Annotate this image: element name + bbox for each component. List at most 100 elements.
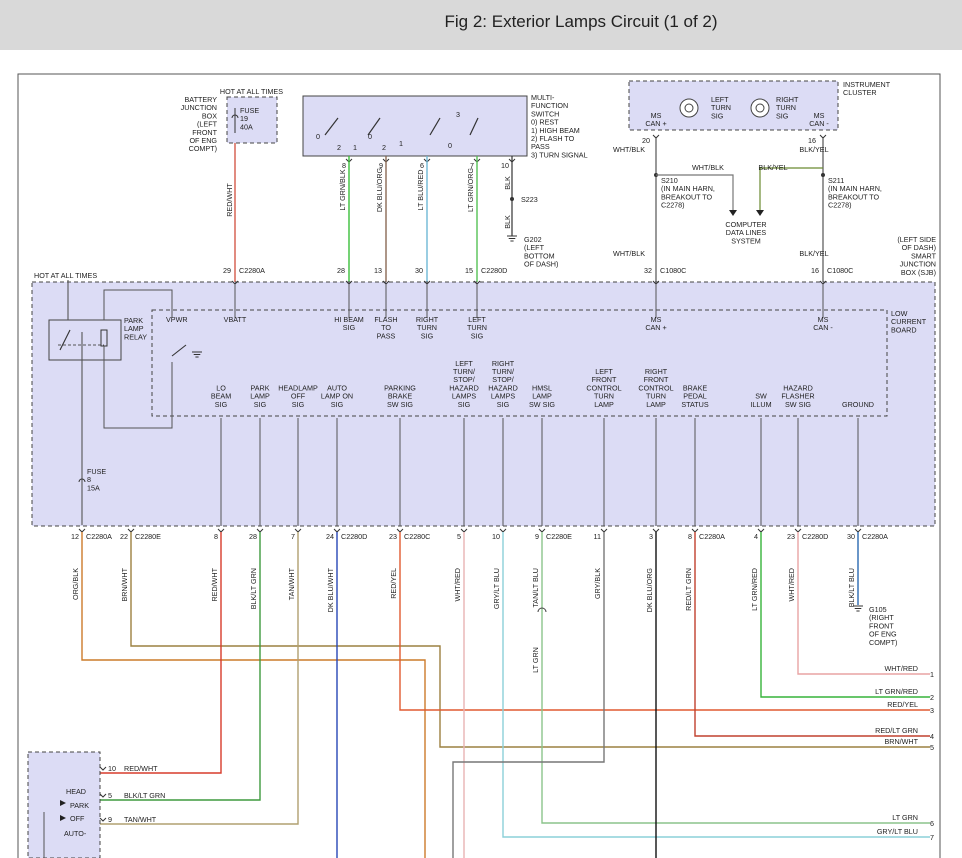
sjb-bottom-pin: 10	[492, 532, 500, 541]
wire-blk-lt-grn	[100, 532, 261, 801]
wire-label-bottom: RED/WHT	[210, 567, 219, 601]
page-border	[17, 73, 941, 858]
sjb-top-pin: 32	[644, 266, 652, 275]
wire-label-wht-blk-2: WHT/BLK	[692, 163, 724, 172]
s210-label: (IN MAIN HARN,	[661, 184, 715, 193]
sjb-bottom-conn: C2280A	[86, 532, 112, 541]
cluster-can-plus-label: MS	[651, 111, 662, 120]
battery-box-name: (LEFT	[197, 120, 218, 129]
sjb-bottom-pin: 23	[787, 532, 795, 541]
switch-position: 2	[337, 143, 341, 152]
sjb-bottom-pin-label: SIG	[215, 400, 228, 409]
wire-label-bottom: TAN/WHT	[287, 567, 296, 600]
switch-position: 0	[316, 132, 320, 141]
wire-label-bottom: ORG/BLK	[71, 568, 80, 600]
sjb-bottom-pin-label: RIGHT	[492, 359, 515, 368]
wire-label-mfs: DK BLU/ORG	[375, 167, 384, 212]
multifunction-switch-label: PASS	[531, 142, 550, 151]
wire-label-wht-blk-3: WHT/BLK	[613, 249, 645, 258]
wire-label-bottom: DK BLU/WHT	[326, 567, 335, 612]
instrument-cluster	[628, 80, 839, 131]
sjb-bottom-pin-label: LAMP	[594, 400, 614, 409]
connector-tick	[99, 793, 107, 798]
s210-label: S210	[661, 176, 678, 185]
sjb-bottom-pin-label: HAZARD	[449, 383, 479, 392]
splice-symbol	[537, 607, 547, 613]
cluster-pin-16: 16	[808, 136, 816, 145]
sjb-top-pin: 28	[337, 266, 345, 275]
output-wire-label: GRY/LT BLU	[877, 827, 918, 836]
mfs-pin-number: 8	[342, 161, 346, 170]
sjb-bottom-pin-label: HAZARD	[783, 383, 813, 392]
wire-tan-wht	[100, 532, 299, 825]
park-lamp-relay-label: LAMP	[124, 324, 144, 333]
output-number: 6	[930, 819, 934, 828]
battery-box-name: OF ENG	[189, 136, 217, 145]
g105-ground-label: OF ENG	[869, 630, 897, 639]
wire-label-blk: BLK	[503, 176, 512, 190]
sjb-name: BOX (SJB)	[901, 268, 936, 277]
sjb-bottom-pin-label: LAMPS	[491, 392, 516, 401]
sjb-bottom-pin-label: BRAKE	[683, 383, 708, 392]
multifunction-switch	[302, 95, 528, 157]
sjb-bottom-pin-label: LAMP	[646, 400, 666, 409]
sjb-name: (LEFT SIDE	[897, 235, 936, 244]
sjb-top-pin-label: MS	[651, 315, 662, 324]
sjb-bottom-pin-label: STOP/	[453, 375, 474, 384]
switch-position: 0	[448, 141, 452, 150]
right-turn-lamp-icon	[750, 98, 770, 118]
connector-tick	[819, 134, 827, 139]
instrument-cluster-label: CLUSTER	[843, 88, 877, 97]
output-wire-label: LT GRN	[892, 813, 918, 822]
connector-tick	[460, 528, 468, 533]
relay-coil-loop	[103, 346, 173, 429]
sjb-bottom-pin-label: SIG	[254, 400, 267, 409]
switch-blade	[469, 117, 479, 136]
sjb-top-pin: 16	[811, 266, 819, 275]
connector-tick	[99, 766, 107, 771]
wire-label-bottom: RED/YEL	[389, 568, 398, 599]
connector-tick	[652, 528, 660, 533]
wire-data-minus	[759, 167, 823, 213]
cluster-can-minus-label: MS	[814, 111, 825, 120]
g202-ground-label: G202	[524, 235, 542, 244]
wire-data-plus	[656, 174, 734, 213]
cluster-can-plus-label: CAN +	[645, 119, 666, 128]
sjb-bottom-pin: 23	[389, 532, 397, 541]
headlamp-switch-wire-label: BLK/LT GRN	[124, 791, 165, 800]
sjb-bottom-pin-label: LAMPS	[452, 392, 477, 401]
wire-wht-red-out	[797, 532, 930, 675]
wire-label-bottom: BLK/LT BLU	[847, 568, 856, 607]
sjb-top-pin-label: FLASH	[374, 315, 397, 324]
cluster-can-minus-label: CAN -	[809, 119, 829, 128]
sjb-bottom-pin-label: RIGHT	[645, 367, 668, 376]
mfs-pin-number: 10	[501, 161, 509, 170]
instrument-cluster-label: INSTRUMENT	[843, 80, 891, 89]
sjb-top-pin-label: MS	[818, 315, 829, 324]
sjb-bottom-pin-label: PARK	[250, 383, 269, 392]
sjb-bottom-conn: C2280E	[135, 532, 161, 541]
sjb-bottom-conn: C2280A	[862, 532, 888, 541]
low-current-board-label: BOARD	[891, 325, 917, 334]
sjb-name: SMART	[911, 251, 937, 260]
sjb-bottom-pin-label: LAMP ON	[321, 392, 353, 401]
sjb-bottom-pin-label: FRONT	[644, 375, 669, 384]
connector-tick	[691, 528, 699, 533]
sjb-bottom-pin: 8	[688, 532, 692, 541]
sjb-top-pin: 13	[374, 266, 382, 275]
output-number: 5	[930, 743, 934, 752]
splice-s223-label: S223	[521, 195, 538, 204]
battery-box-name: JUNCTION	[181, 103, 217, 112]
sjb-bottom-pin-label: SIG	[497, 400, 510, 409]
s223-splice	[510, 197, 514, 201]
fuse-8-label: 15A	[87, 483, 100, 492]
sjb-bottom-pin-label: LEFT	[455, 359, 473, 368]
sjb-bottom-pin-label: SW	[755, 392, 767, 401]
low-current-board-label: CURRENT	[891, 317, 927, 326]
output-number: 1	[930, 670, 934, 679]
left-turn-lamp-icon	[679, 98, 699, 118]
sjb-top-pin-label: SIG	[343, 323, 356, 332]
battery-box-name: FRONT	[192, 128, 217, 137]
headlamp-switch-pin: 10	[108, 764, 116, 773]
sjb-top-pin: 30	[415, 266, 423, 275]
